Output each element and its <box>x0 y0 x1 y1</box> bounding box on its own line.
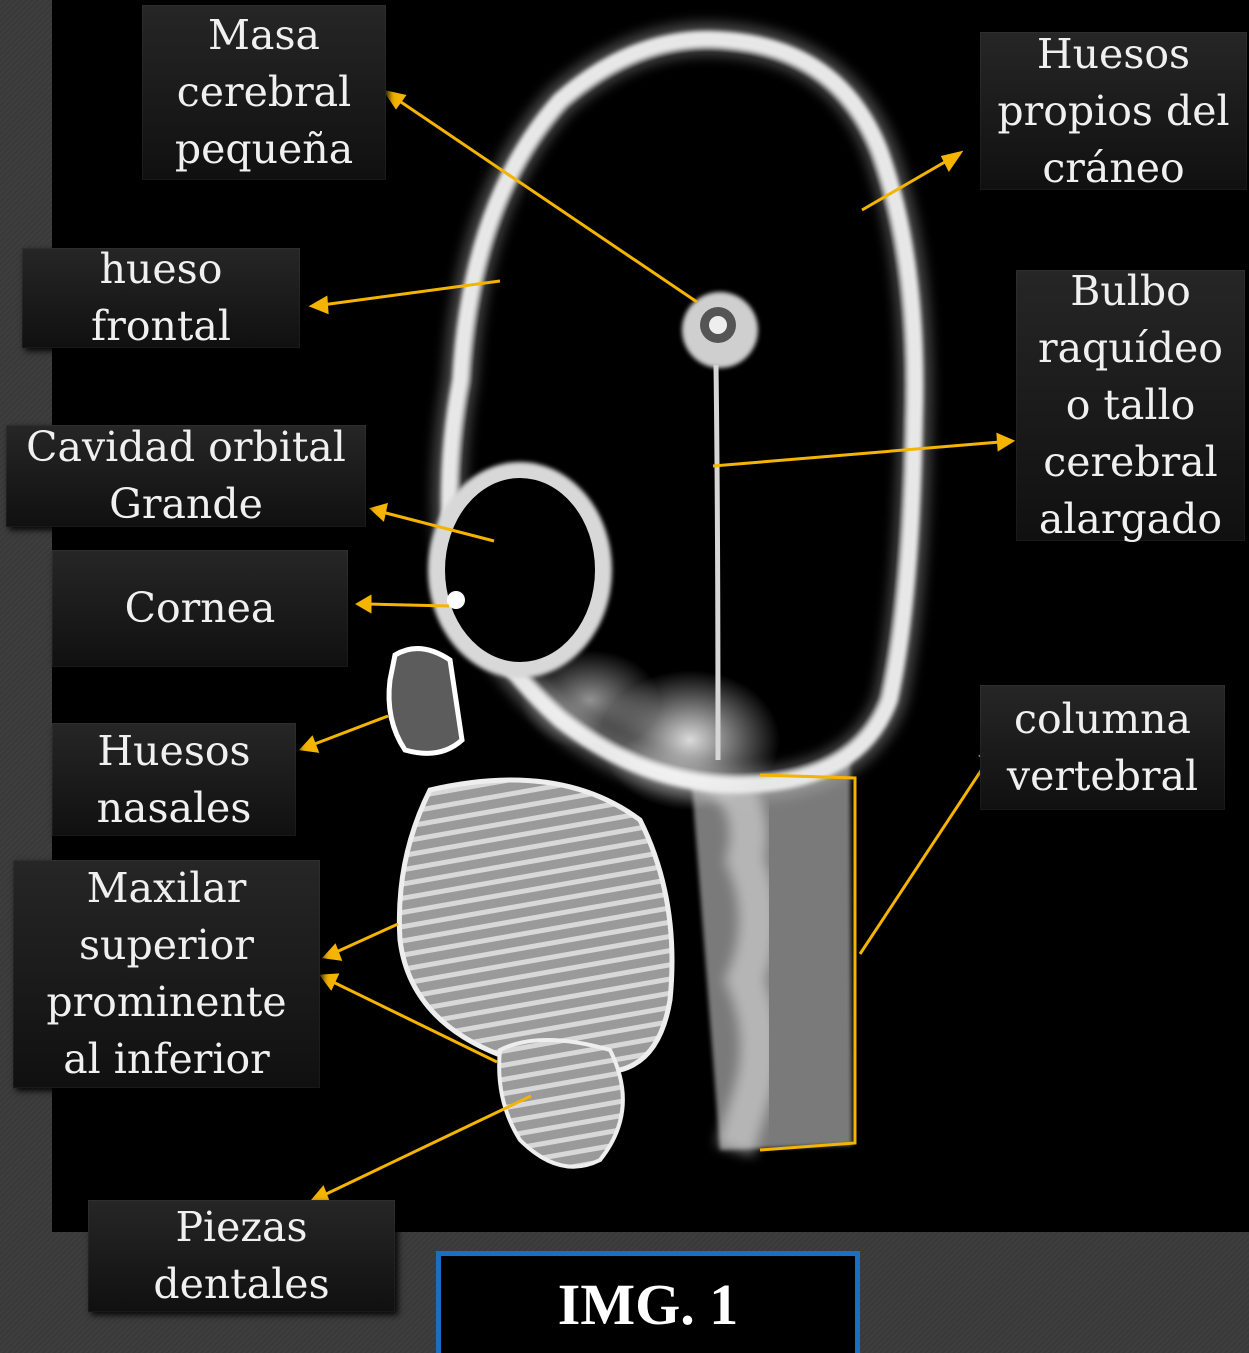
label-cornea: Cornea <box>52 550 348 667</box>
label-huesos-craneo: Huesos propios del cráneo <box>980 32 1247 190</box>
label-columna-vertebral: columna vertebral <box>980 685 1225 810</box>
nasal-bone <box>389 649 462 754</box>
label-masa-cerebral: Masa cerebral pequeña <box>142 5 386 180</box>
label-cavidad-orbital: Cavidad orbital Grande <box>6 425 366 527</box>
neck <box>690 760 852 1150</box>
jaw <box>399 780 672 1167</box>
figure-caption: IMG. 1 <box>436 1251 860 1353</box>
label-bulbo-raquideo: Bulbo raquídeo o tallo cerebral alargado <box>1016 270 1245 541</box>
eye-orbit <box>428 462 612 678</box>
label-piezas-dentales: Piezas dentales <box>88 1200 395 1312</box>
label-huesos-nasales: Huesos nasales <box>52 723 296 836</box>
label-hueso-frontal: hueso frontal <box>22 248 300 348</box>
skull <box>449 39 916 810</box>
label-maxilar: Maxilar superior prominente al inferior <box>13 860 320 1088</box>
